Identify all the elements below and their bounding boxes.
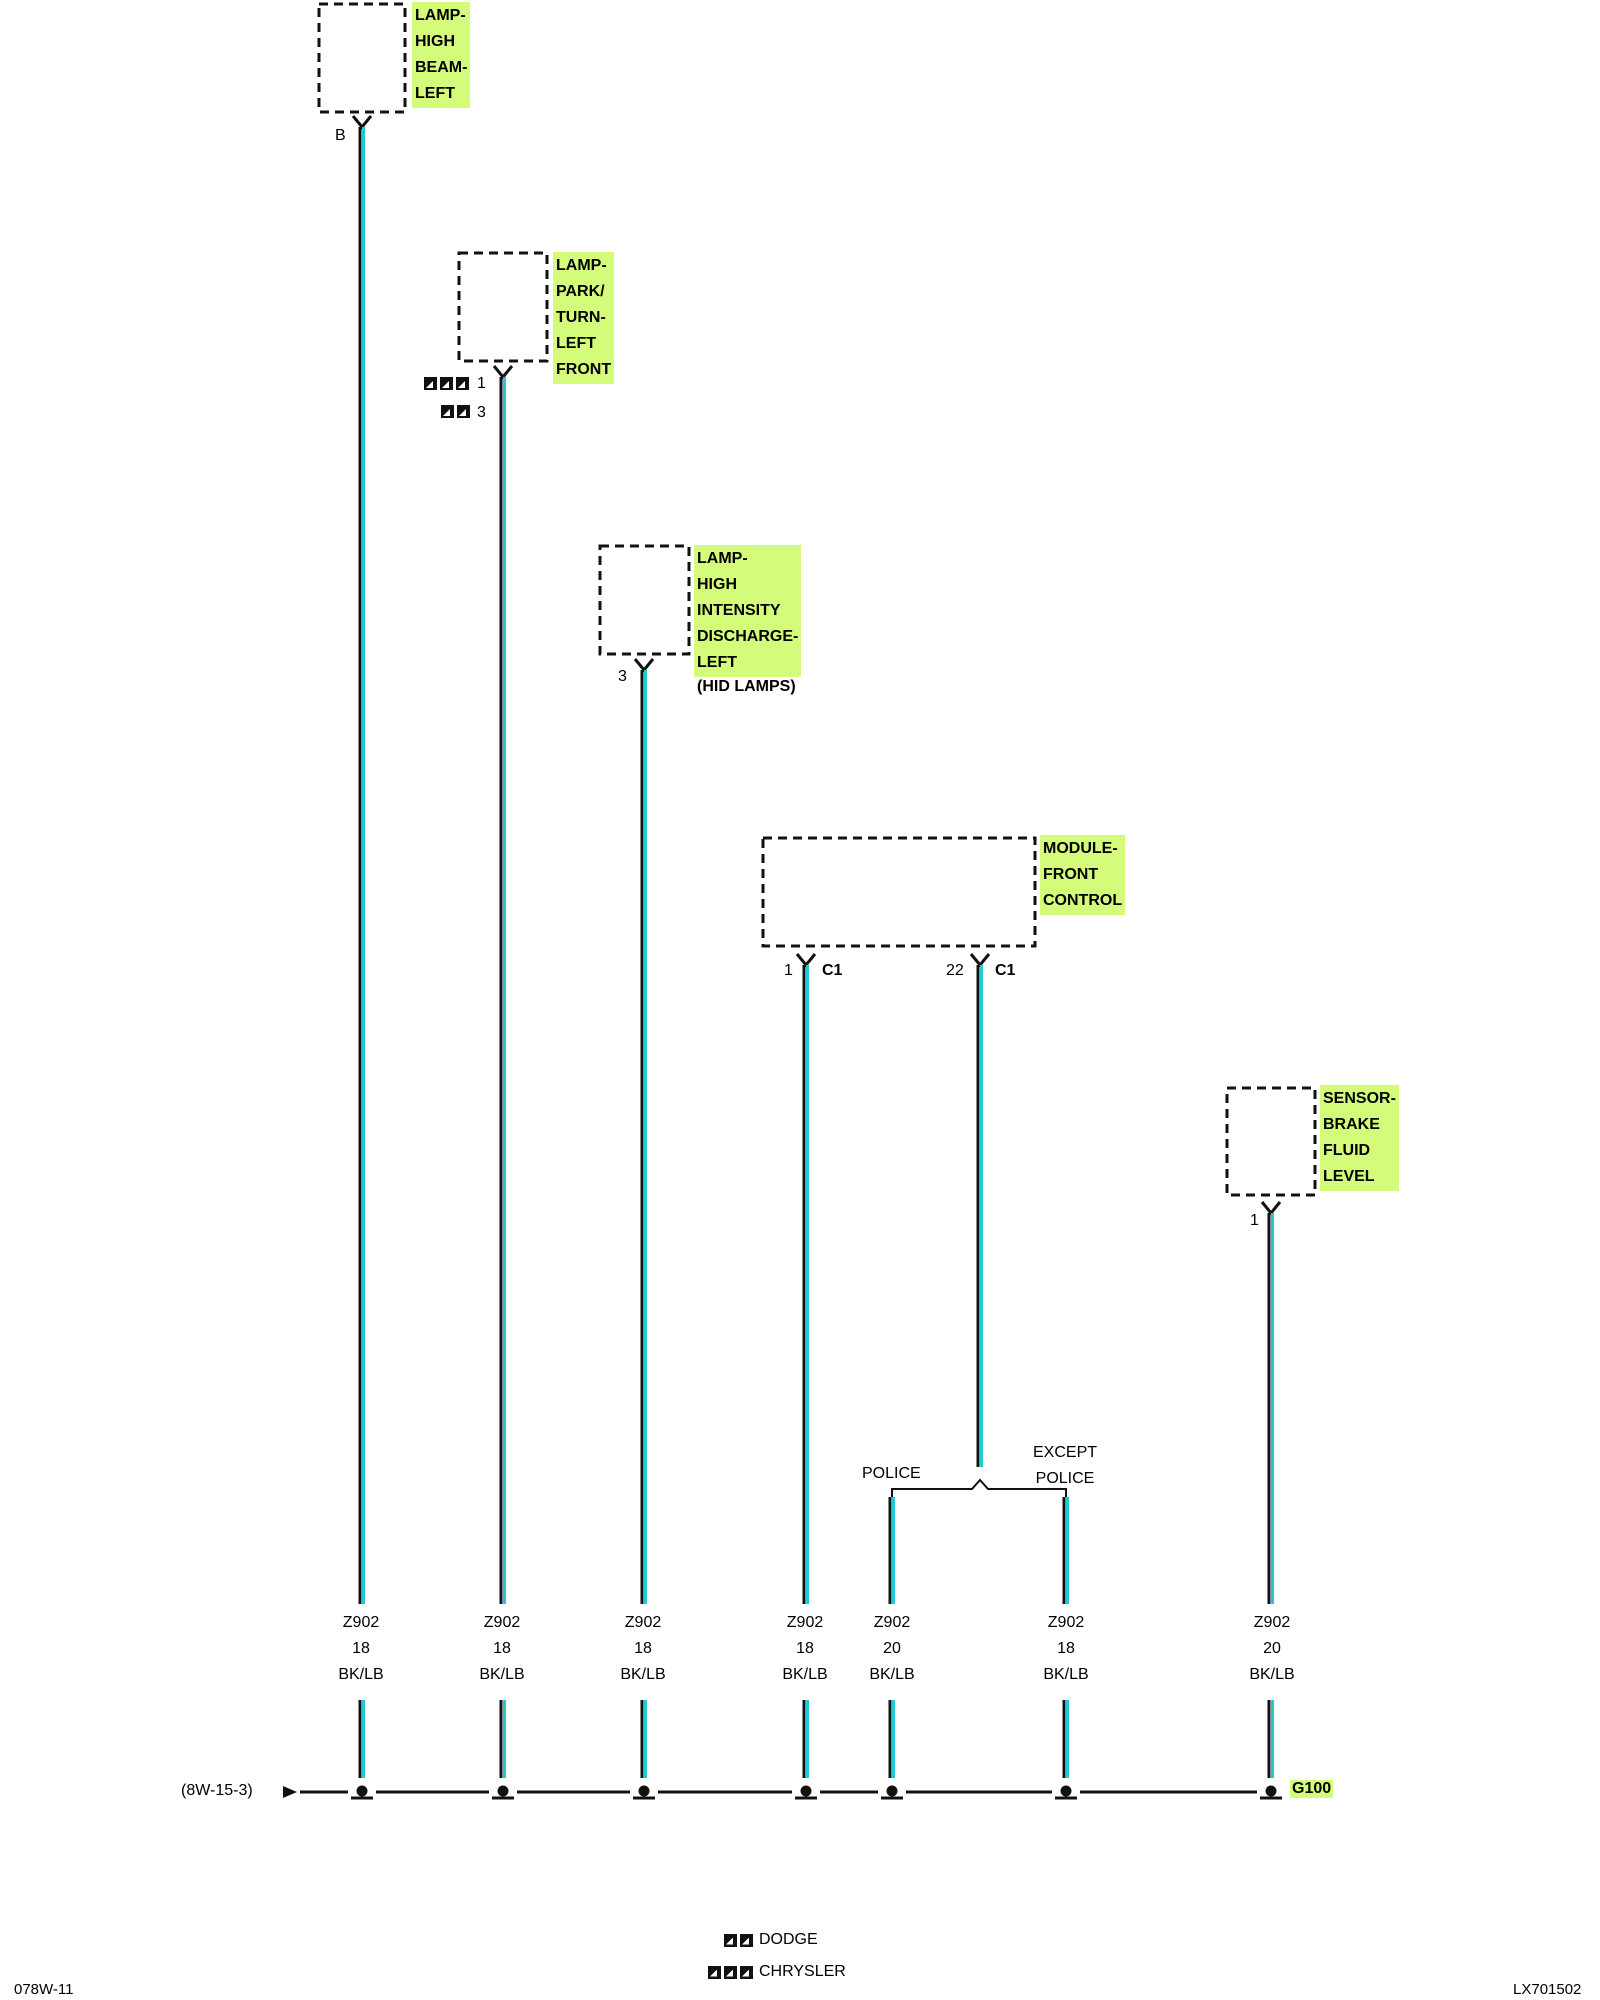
connector-terminal-icon xyxy=(1260,1201,1282,1216)
connector-label: C1 xyxy=(995,962,1016,979)
component-label: LAMP- HIGH INTENSITY DISCHARGE- LEFT xyxy=(694,545,802,677)
ground-label: G100 xyxy=(1290,1780,1334,1798)
connector-terminal-icon xyxy=(492,365,514,380)
bus-arrow-icon xyxy=(283,1786,297,1798)
ground-splice-icon xyxy=(1265,1785,1277,1797)
ground-splice-icon xyxy=(497,1785,509,1797)
connector-terminal-icon xyxy=(351,115,373,130)
component-label: MODULE- FRONT CONTROL xyxy=(1040,835,1126,915)
ground-splice-icon xyxy=(638,1785,650,1797)
footer-right-code: LX701502 xyxy=(1513,1981,1582,1998)
pin-label: 3 xyxy=(477,404,486,421)
lamp-hid-box xyxy=(598,544,691,656)
lamp-park-turn-box xyxy=(457,251,549,363)
module-fcm-box xyxy=(761,836,1037,948)
connector-terminal-icon xyxy=(969,953,991,968)
sensor-brake-box xyxy=(1225,1086,1317,1197)
ground-splice-icon xyxy=(1060,1785,1072,1797)
lamp-high-beam-box xyxy=(317,2,407,114)
variant-label-except-police: EXCEPT POLICE xyxy=(1033,1444,1098,1487)
connector-terminal-icon xyxy=(633,658,655,673)
footer-left-code: 078W-11 xyxy=(14,1981,74,1998)
variant-label-police: POLICE xyxy=(862,1465,921,1482)
pin-label: B xyxy=(335,127,346,144)
legend-chrysler-label: CHRYSLER xyxy=(759,1963,846,1980)
ground-splice-icon xyxy=(356,1785,368,1797)
hid-lamps-note: (HID LAMPS) xyxy=(697,678,796,695)
chrysler-symbol xyxy=(424,377,469,390)
component-label: LAMP- HIGH BEAM- LEFT xyxy=(412,2,471,108)
pin-label: 22 xyxy=(946,962,964,979)
legend-dodge: DODGE xyxy=(724,1931,818,1949)
pin-label: 1 xyxy=(1250,1212,1259,1229)
dodge-symbol xyxy=(441,405,470,418)
legend-dodge-label: DODGE xyxy=(759,1931,818,1948)
component-label: SENSOR- BRAKE FLUID LEVEL xyxy=(1320,1085,1399,1191)
connector-terminal-icon xyxy=(795,953,817,968)
pin-label: 1 xyxy=(477,375,486,392)
connector-label: C1 xyxy=(822,962,843,979)
legend-chrysler: CHRYSLER xyxy=(708,1963,846,1981)
ground-splice-icon xyxy=(886,1785,898,1797)
ground-splice-icon xyxy=(800,1785,812,1797)
component-label: LAMP- PARK/ TURN- LEFT FRONT xyxy=(553,252,615,384)
page-reference: (8W-15-3) xyxy=(181,1782,253,1799)
pin-label: 3 xyxy=(618,668,627,685)
variant-split-bracket xyxy=(891,1478,1067,1497)
pin-label: 1 xyxy=(784,962,793,979)
